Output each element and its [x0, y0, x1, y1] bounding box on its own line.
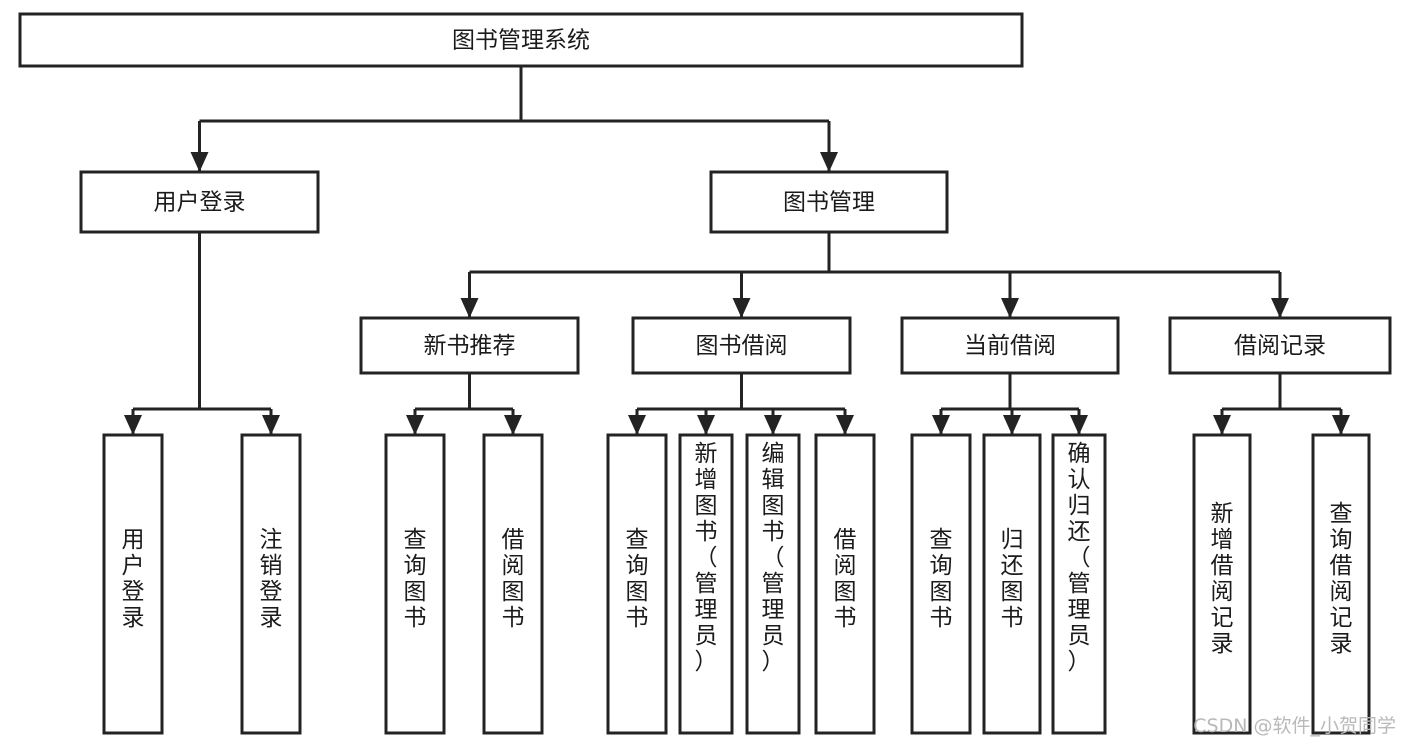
node-box — [900, 316, 1120, 375]
node-box — [1051, 433, 1107, 735]
node-leaf-return-book[interactable]: 归还图书 — [982, 433, 1042, 735]
node-label: 新增借阅记录 — [1211, 501, 1234, 657]
node-box — [240, 433, 302, 735]
node-box — [606, 433, 668, 735]
arrow-head-icon — [1003, 415, 1021, 435]
node-label: 新增图书（管理员） — [695, 441, 718, 675]
node-label: 图书借阅 — [696, 333, 788, 359]
arrow-head-icon — [1332, 415, 1350, 435]
node-leaf-query-book-3[interactable]: 查询图书 — [910, 433, 972, 735]
node-leaf-query-book-2[interactable]: 查询图书 — [606, 433, 668, 735]
node-box — [678, 433, 734, 735]
node-label: 归还图书 — [1001, 527, 1024, 631]
node-borrow-record[interactable]: 借阅记录 — [1168, 316, 1392, 375]
node-label: 注销登录 — [260, 527, 283, 631]
node-leaf-confirm-return-admin[interactable]: 确认归还（管理员） — [1051, 433, 1107, 735]
node-current-borrow[interactable]: 当前借阅 — [900, 316, 1120, 375]
node-layer: 图书管理系统用户登录图书管理新书推荐图书借阅当前借阅借阅记录用户登录注销登录查询… — [18, 12, 1392, 735]
arrow-head-icon — [460, 298, 479, 318]
node-leaf-add-book-admin[interactable]: 新增图书（管理员） — [678, 433, 734, 735]
node-label: 查询图书 — [404, 527, 427, 631]
node-label: 确认归还（管理员） — [1068, 441, 1091, 675]
node-box — [18, 12, 1024, 68]
arrow-head-icon — [124, 415, 142, 435]
node-label: 用户登录 — [122, 527, 145, 631]
arrow-head-icon — [932, 415, 950, 435]
node-label: 编辑图书（管理员） — [762, 441, 785, 675]
arrow-head-icon — [1070, 415, 1088, 435]
arrow-head-icon — [504, 415, 522, 435]
node-leaf-query-book-1[interactable]: 查询图书 — [384, 433, 446, 735]
node-box — [631, 316, 852, 375]
node-new-book-recommend[interactable]: 新书推荐 — [359, 316, 580, 375]
node-box — [910, 433, 972, 735]
node-label: 查询借阅记录 — [1330, 501, 1353, 657]
watermark-label: CSDN @软件_小贺同学 — [1193, 715, 1396, 737]
arrow-head-icon — [406, 415, 424, 435]
node-user-login[interactable]: 用户登录 — [79, 170, 320, 234]
arrow-head-icon — [628, 415, 646, 435]
node-box — [709, 170, 949, 234]
node-label: 当前借阅 — [964, 333, 1056, 359]
node-label: 查询图书 — [626, 527, 649, 631]
node-root[interactable]: 图书管理系统 — [18, 12, 1024, 68]
arrow-head-icon — [732, 298, 751, 318]
node-label: 用户登录 — [154, 190, 246, 216]
node-box — [102, 433, 164, 735]
node-label: 查询图书 — [930, 527, 953, 631]
arrow-head-icon — [262, 415, 280, 435]
node-leaf-borrow-book-2[interactable]: 借阅图书 — [814, 433, 876, 735]
node-box — [982, 433, 1042, 735]
arrow-head-icon — [1271, 298, 1289, 318]
arrow-head-icon — [1001, 298, 1019, 318]
connector-layer — [124, 66, 1350, 435]
node-book-management[interactable]: 图书管理 — [709, 170, 949, 234]
node-box — [814, 433, 876, 735]
arrow-head-icon — [697, 415, 715, 435]
arrow-head-icon — [764, 415, 782, 435]
node-box — [1168, 316, 1392, 375]
arrow-head-icon — [820, 152, 838, 172]
node-box — [1311, 433, 1371, 735]
node-leaf-edit-book-admin[interactable]: 编辑图书（管理员） — [745, 433, 801, 735]
arrow-head-icon — [190, 152, 209, 172]
arrow-head-icon — [836, 415, 854, 435]
node-label: 借阅图书 — [502, 527, 525, 631]
node-box — [384, 433, 446, 735]
node-leaf-logout-login[interactable]: 注销登录 — [240, 433, 302, 735]
node-label: 图书管理 — [783, 190, 875, 216]
node-label: 图书管理系统 — [452, 28, 590, 54]
node-box — [359, 316, 580, 375]
node-label: 新书推荐 — [424, 333, 516, 359]
node-box — [1192, 433, 1252, 735]
node-leaf-borrow-book-1[interactable]: 借阅图书 — [482, 433, 544, 735]
node-leaf-user-login[interactable]: 用户登录 — [102, 433, 164, 735]
node-leaf-add-borrow-record[interactable]: 新增借阅记录 — [1192, 433, 1252, 735]
node-book-borrow[interactable]: 图书借阅 — [631, 316, 852, 375]
node-label: 借阅图书 — [834, 527, 857, 631]
node-box — [745, 433, 801, 735]
node-leaf-query-borrow-record[interactable]: 查询借阅记录 — [1311, 433, 1371, 735]
arrow-head-icon — [1213, 415, 1231, 435]
node-label: 借阅记录 — [1234, 333, 1326, 359]
node-box — [79, 170, 320, 234]
node-box — [482, 433, 544, 735]
